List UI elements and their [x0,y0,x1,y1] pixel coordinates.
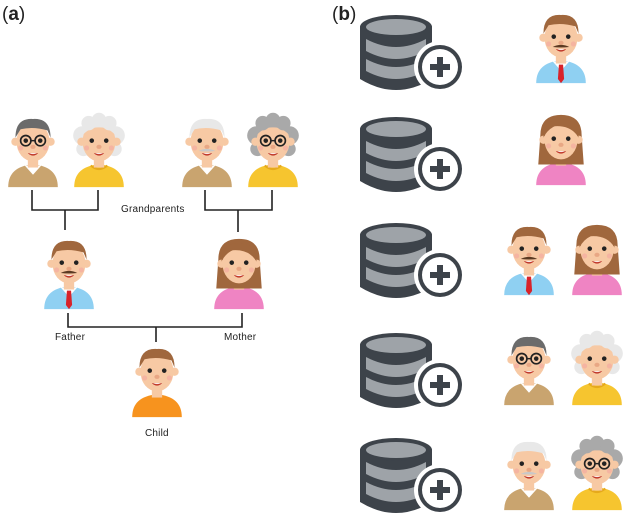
database-add-icon-3 [360,223,466,301]
grandfather-mustache-avatar-icon-tree [182,118,232,188]
grandparents-label: Grandparents [121,204,185,215]
mother-avatar-icon-row2 [536,114,586,186]
grandfather-mustache-avatar-icon-row5 [504,441,554,511]
database-add-icon-1 [360,15,466,93]
grandfather-glasses-avatar-icon-row4 [504,336,554,406]
grandmother-white-hair-avatar-icon-row4 [571,330,623,406]
grandparents-left-connector [31,190,99,211]
database-add-icon-2 [360,117,466,195]
grandmother-gray-hair-glasses-avatar-icon-tree [247,112,299,188]
grandmother-white-hair-avatar-icon-tree [73,112,125,188]
database-add-icon-5 [360,438,466,516]
father-avatar-icon-tree [44,240,94,310]
database-add-icon-4 [360,333,466,411]
parents-connector [67,313,243,328]
grandmother-gray-hair-glasses-avatar-icon-row5 [571,435,623,511]
panel-a-label: (a) [2,4,26,25]
mother-label: Mother [224,332,257,343]
mother-avatar-icon-row3 [572,224,622,296]
panel-b-label: (b) [332,4,357,25]
father-avatar-icon-row1 [536,14,586,84]
child-avatar-icon-tree [132,348,182,418]
father-label: Father [55,332,86,343]
father-avatar-icon-row3 [504,226,554,296]
mother-avatar-icon-tree [214,238,264,310]
grandparents-right-connector [204,190,273,211]
grandfather-glasses-avatar-icon-tree [8,118,58,188]
child-label: Child [145,428,169,439]
